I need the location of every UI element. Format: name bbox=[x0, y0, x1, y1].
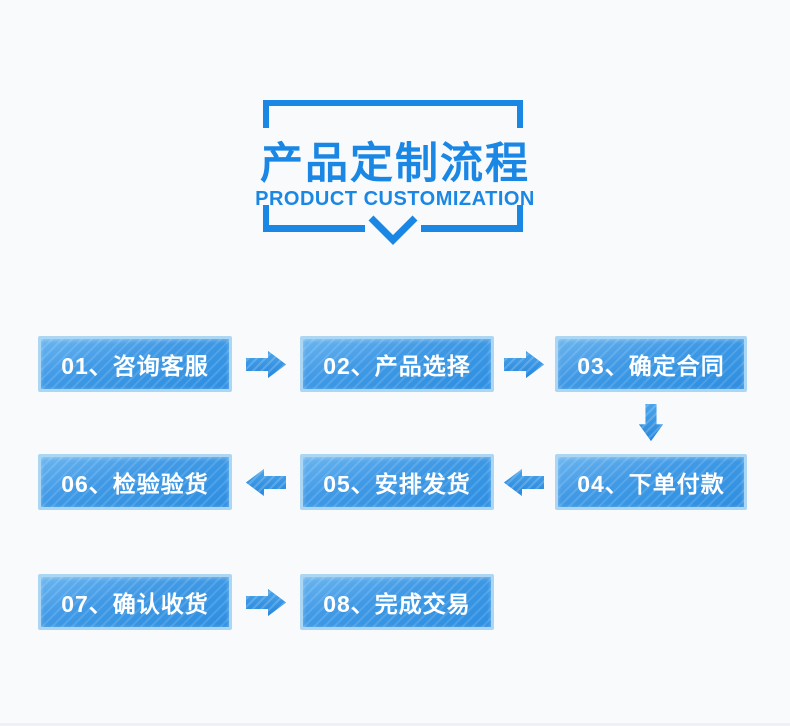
title-bottom-bracket-right bbox=[421, 205, 523, 232]
page-subtitle: PRODUCT CUSTOMIZATION bbox=[255, 188, 535, 210]
step-box-06: 06、检验验货 bbox=[38, 454, 232, 510]
step-box-04: 04、下单付款 bbox=[555, 454, 747, 510]
step-box-08: 08、完成交易 bbox=[300, 574, 494, 630]
step-box-02: 02、产品选择 bbox=[300, 336, 494, 392]
page-title: 产品定制流程 bbox=[260, 140, 530, 188]
title-bottom-bracket-left bbox=[263, 205, 365, 232]
arrow-right-icon bbox=[504, 351, 544, 378]
step-box-07: 07、确认收货 bbox=[38, 574, 232, 630]
step-box-03: 03、确定合同 bbox=[555, 336, 747, 392]
arrow-right-icon bbox=[246, 351, 286, 378]
arrow-right-icon bbox=[246, 589, 286, 616]
step-box-05: 05、安排发货 bbox=[300, 454, 494, 510]
chevron-down-icon bbox=[368, 215, 418, 245]
arrow-left-icon bbox=[504, 469, 544, 496]
arrow-left-icon bbox=[246, 469, 286, 496]
title-top-bracket bbox=[263, 100, 523, 128]
step-box-01: 01、咨询客服 bbox=[38, 336, 232, 392]
arrow-down-icon bbox=[639, 404, 663, 441]
